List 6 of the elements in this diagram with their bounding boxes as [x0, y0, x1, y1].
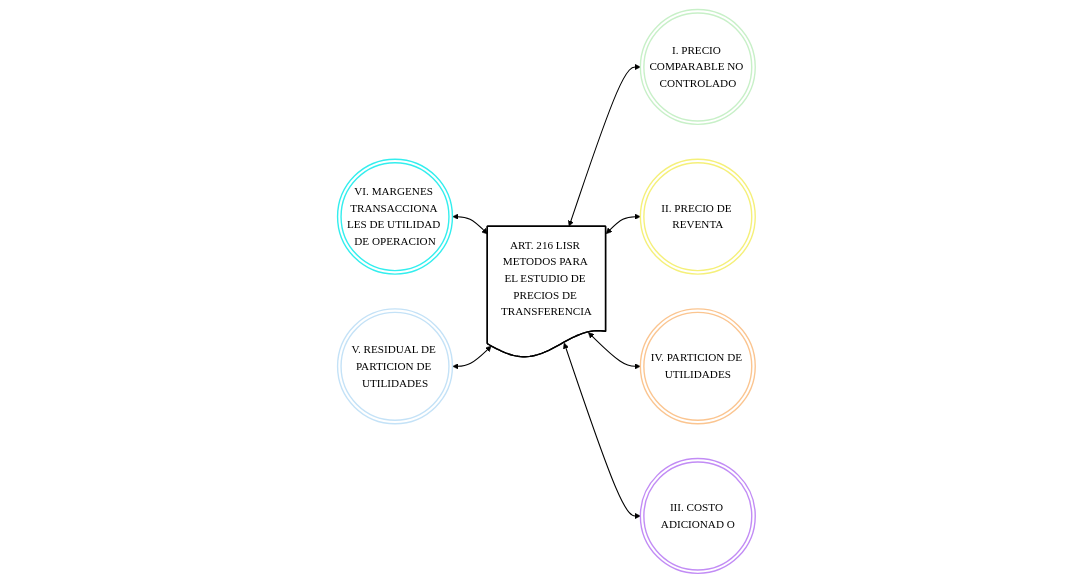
- arrow: [567, 63, 641, 227]
- arrow: [452, 213, 488, 235]
- arrow: [562, 342, 641, 520]
- arrow: [452, 345, 492, 370]
- arrow: [587, 332, 641, 370]
- arrow: [605, 213, 641, 235]
